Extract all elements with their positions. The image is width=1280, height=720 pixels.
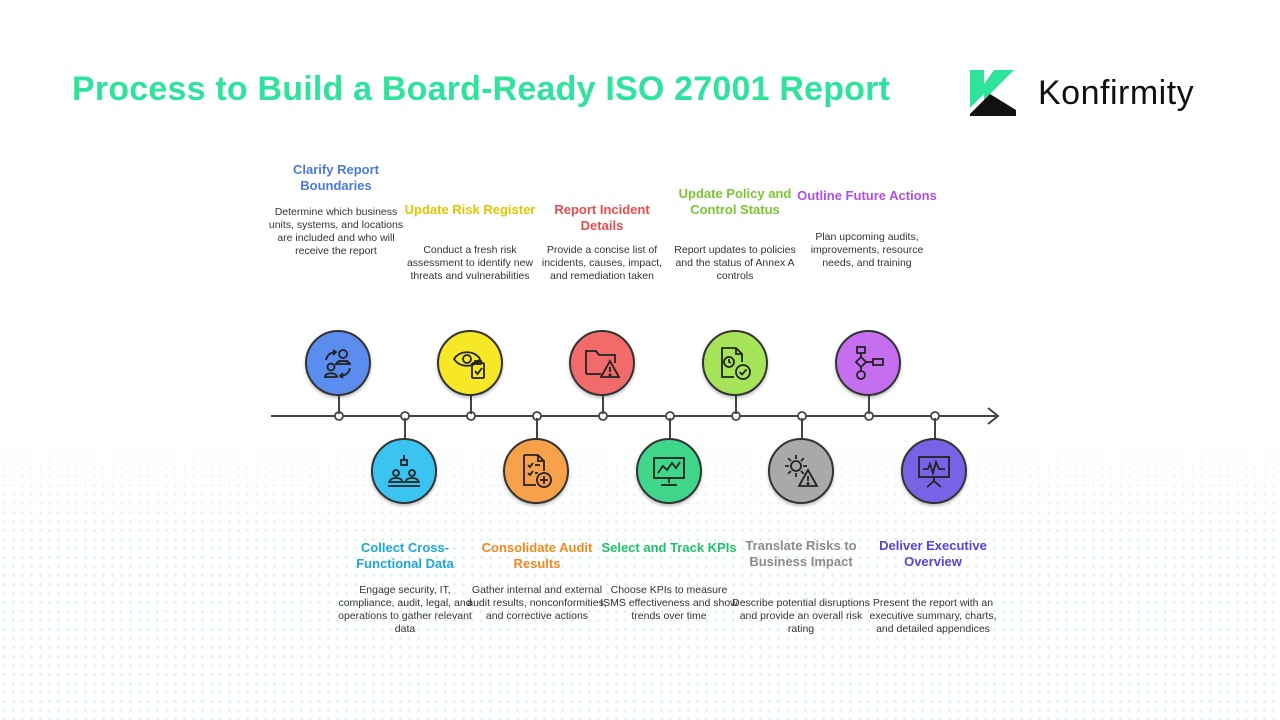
step-circle-collect [371,438,437,504]
flowchart-icon [854,346,884,380]
presentation-chart-icon [653,457,685,486]
users-cycle-icon [324,349,352,379]
step-stem [934,418,936,438]
step-stem [868,394,870,414]
step-circle-future [835,330,901,396]
step-stem [338,394,340,414]
step-stem [470,394,472,414]
step-title-translate: Translate Risks to Business Impact [745,538,857,569]
step-stem [602,394,604,414]
step-desc-risk: Conduct a fresh risk assessment to ident… [406,244,534,282]
step-title-kpi: Select and Track KPIs [601,540,737,555]
step-stem [801,418,803,438]
step-desc-future: Plan upcoming audits, improvements, reso… [810,231,924,269]
step-title-clarify: Clarify Report Boundaries [293,162,379,193]
step-title-deliver: Deliver Executive Overview [879,538,987,569]
konfirmity-logo-icon [970,70,1016,116]
page-title: Process to Build a Board-Ready ISO 27001… [72,70,891,108]
step-title-policy: Update Policy and Control Status [678,186,792,217]
step-circle-kpi [636,438,702,504]
folder-alert-icon [585,350,621,378]
gear-warning-icon [785,455,819,487]
timeline-arrow-icon [987,407,1000,425]
step-desc-translate: Describe potential disruptions and provi… [732,597,870,635]
step-stem [404,418,406,438]
step-desc-deliver: Present the report with an executive sum… [869,597,997,635]
document-add-icon [523,454,552,488]
document-clock-check-icon [721,347,751,380]
team-meeting-icon [388,455,420,487]
step-desc-incident: Provide a concise list of incidents, cau… [541,244,663,282]
brand-name: Konfirmity [1038,73,1195,112]
timeline-ticks [334,411,940,421]
step-title-incident: Report Incident Details [554,202,650,233]
step-circle-policy [702,330,768,396]
step-stem [536,418,538,438]
presentation-board-icon [918,456,950,488]
step-circle-clarify [305,330,371,396]
step-circle-risk [437,330,503,396]
step-desc-collect: Engage security, IT, compliance, audit, … [338,584,472,635]
brand: Konfirmity [970,70,1194,116]
step-title-audit: Consolidate Audit Results [481,540,593,571]
step-title-collect: Collect Cross-Functional Data [356,540,454,571]
step-desc-kpi: Choose KPIs to measure ISMS effectivenes… [600,584,738,622]
eye-checklist-icon [452,351,485,379]
step-title-future: Outline Future Actions [797,188,937,203]
step-circle-audit [503,438,569,504]
step-title-risk: Update Risk Register [404,202,536,217]
step-desc-audit: Gather internal and external audit resul… [467,584,607,622]
step-circle-translate [768,438,834,504]
step-stem [735,394,737,414]
step-desc-policy: Report updates to policies and the statu… [674,244,796,282]
step-circle-deliver [901,438,967,504]
step-desc-clarify: Determine which business units, systems,… [268,206,404,257]
step-circle-incident [569,330,635,396]
step-stem [669,418,671,438]
